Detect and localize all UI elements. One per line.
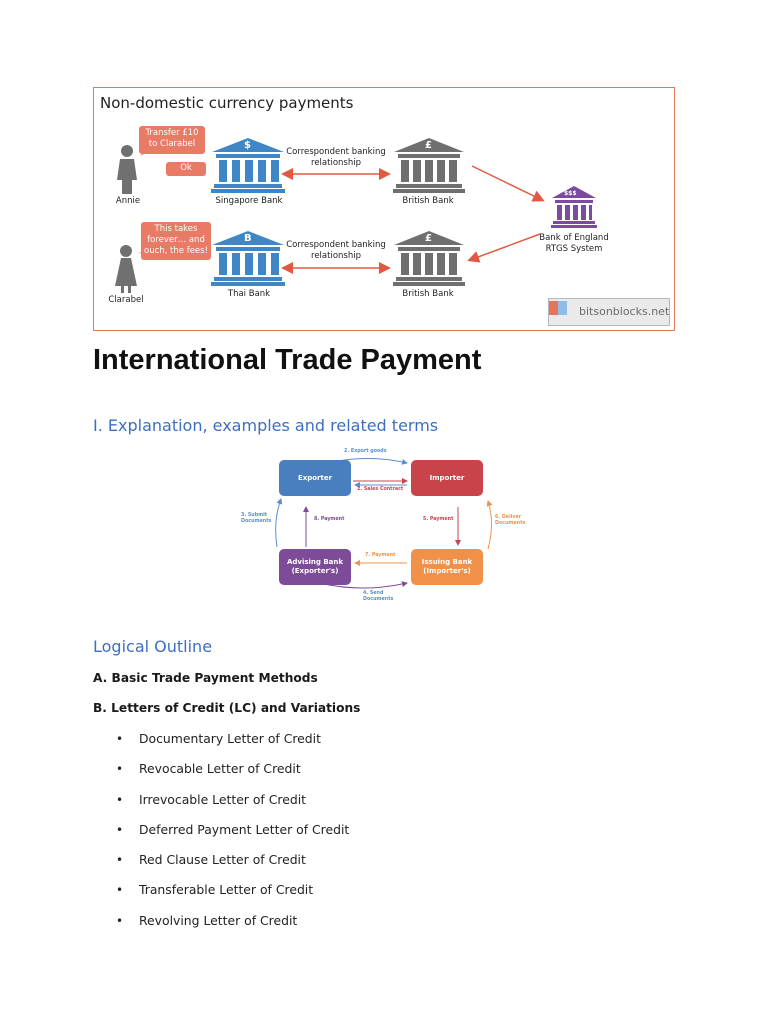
outline-item: A. Basic Trade Payment Methods [93,671,318,685]
bullet: • [116,732,124,746]
importer-node: Importer [411,460,483,496]
step-label: 5. Payment [423,517,454,522]
node-label: (Exporter's) [291,567,339,575]
step-label-line: Documents [495,521,526,526]
node-label: Advising Bank [286,558,344,566]
person-label: Annie [115,196,141,206]
currency-symbol: £ [425,140,432,151]
bullet: • [116,883,124,898]
cube-logo-icon [549,301,567,315]
relationship-label: Correspondent banking relationship [286,240,386,261]
bank-label: Thai Bank [227,289,271,299]
speech-bubble: Transfer £10 to Clarabel [139,126,205,154]
currency-symbol: B [244,233,252,244]
watermark-text: bitsonblocks.net [579,305,670,318]
lc-variations-list: • Documentary Letter of Credit • Revocable… [93,730,349,942]
list-item: • Revocable Letter of Credit [93,760,349,790]
step-label: 7. Payment [365,553,396,558]
speech-bubble: This takes forever… and ouch, the fees! [141,222,211,260]
node-label: Importer [429,473,465,482]
step-label-line: Documents [363,597,394,602]
speech-bubble: Ok [166,162,206,176]
node-label: Exporter [297,473,333,482]
list-item: • Documentary Letter of Credit [93,730,349,760]
node-label: Issuing Bank [421,558,473,566]
issuing-bank-node: Issuing Bank (Importer's) [411,549,483,585]
advising-bank-node: Advising Bank (Exporter's) [279,549,351,585]
page-title: International Trade Payment [93,344,482,376]
person-icon [117,145,137,194]
bank-icon [211,231,285,286]
step-label: 6. Deliver Documents [495,515,525,527]
step-label-line: 3. Submit [241,513,268,518]
list-item: • Red Clause Letter of Credit [93,851,349,881]
person-label: Clarabel [108,295,144,305]
bullet: • [116,822,124,837]
boe-label: Bank of England RTGS System [532,233,616,255]
step-label: 1. Sales Contract [357,487,404,492]
list-item: • Deferred Payment Letter of Credit [93,821,349,851]
list-item-text: Revolving Letter of Credit [139,912,298,928]
bullet: • [116,792,124,807]
figure1-graphics [115,138,597,293]
list-item-text: Deferred Payment Letter of Credit [139,821,350,837]
currency-symbol: £ [425,233,432,244]
bank-icon [551,186,597,228]
section-heading: I. Explanation, examples and related ter… [93,416,439,435]
bullet: • [116,913,124,928]
figure2-arrows [275,458,493,589]
outline-item: B. Letters of Credit (LC) and Variations [93,701,361,715]
trade-payment-cycle-figure: Exporter Importer Advising Bank (Exporte… [233,447,533,605]
bullet: • [116,853,124,868]
bank-label: British Bank [402,289,454,299]
non-domestic-payments-figure: Non-domestic currency payments $ B £ £ $… [93,87,675,331]
list-item-text: Revocable Letter of Credit [139,761,301,777]
currency-symbol: $ [244,140,251,151]
step-label: 8. Payment [314,517,345,522]
bank-label: British Bank [402,196,454,206]
list-item-text: Red Clause Letter of Credit [139,852,306,868]
list-item-text: Transferable Letter of Credit [139,882,314,898]
figure-title: Non-domestic currency payments [100,94,354,112]
list-item: • Transferable Letter of Credit [93,881,349,911]
bank-icon [393,138,465,193]
step-label-line: 4. Send [363,591,384,596]
boe-label-line2: RTGS System [545,244,603,254]
person-icon [115,245,137,293]
bank-label: Singapore Bank [215,196,283,206]
bullet: • [116,762,124,777]
exporter-node: Exporter [279,460,351,496]
list-item: • Revolving Letter of Credit [93,912,349,942]
list-item-text: Irrevocable Letter of Credit [139,791,306,807]
list-item: • Irrevocable Letter of Credit [93,791,349,821]
step-label-line: Documents [241,519,272,524]
step-label: 4. Send Documents [363,591,393,603]
node-label: (Importer's) [423,567,471,575]
bank-icon [393,231,465,286]
relationship-label: Correspondent banking relationship [286,147,386,168]
bank-icon [211,138,285,193]
watermark: bitsonblocks.net [548,298,670,326]
step-label: 3. Submit Documents [241,513,271,525]
boe-label-line1: Bank of England [539,233,609,243]
step-label: 2. Export goods [344,449,387,454]
section-heading: Logical Outline [93,637,213,656]
list-item-text: Documentary Letter of Credit [139,731,321,746]
step-label-line: 6. Deliver [495,515,522,520]
currency-symbol: $$$ [564,190,577,197]
